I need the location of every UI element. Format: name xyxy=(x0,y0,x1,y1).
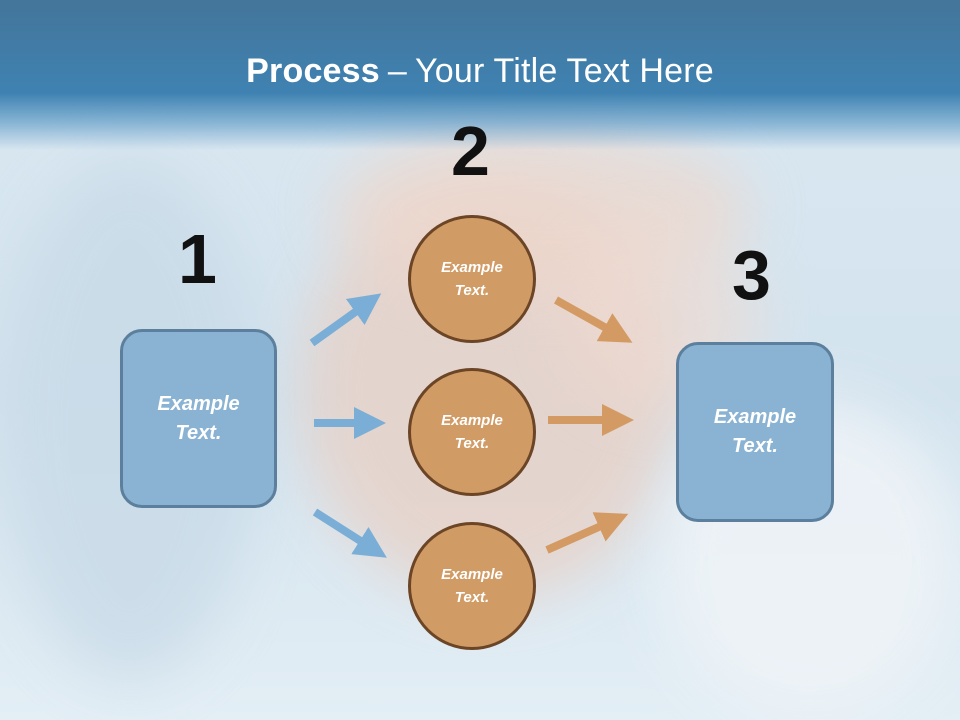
arrow-2-to-3-bottom xyxy=(545,512,629,554)
title-rest: Your Title Text Here xyxy=(415,52,714,90)
step-3-box: Example Text. xyxy=(676,342,834,522)
step-3-text: Example Text. xyxy=(713,406,797,457)
step-2-node-top: Example Text. xyxy=(408,215,536,343)
step-number-3: 3 xyxy=(732,236,771,314)
step-1-text: Example Text. xyxy=(157,392,240,444)
title-bold: Process xyxy=(246,52,380,90)
title-separator: – xyxy=(387,52,407,90)
step-number-1: 1 xyxy=(178,220,217,298)
step-2-node-middle-text: Example Text. xyxy=(441,412,503,452)
step-2-node-middle: Example Text. xyxy=(408,368,536,496)
arrow-2-to-3-top xyxy=(554,296,633,343)
slide-title: Process–Your Title Text Here xyxy=(0,52,960,91)
arrow-1-to-2-bottom xyxy=(312,508,387,558)
step-2-node-top-text: Example Text. xyxy=(441,259,503,299)
step-2-node-bottom: Example Text. xyxy=(408,522,536,650)
step-1-box: Example Text. xyxy=(120,329,277,508)
arrow-1-to-2-top xyxy=(309,293,382,347)
step-number-2: 2 xyxy=(451,112,490,190)
step-2-node-bottom-text: Example Text. xyxy=(441,566,503,606)
header-band xyxy=(0,0,960,150)
